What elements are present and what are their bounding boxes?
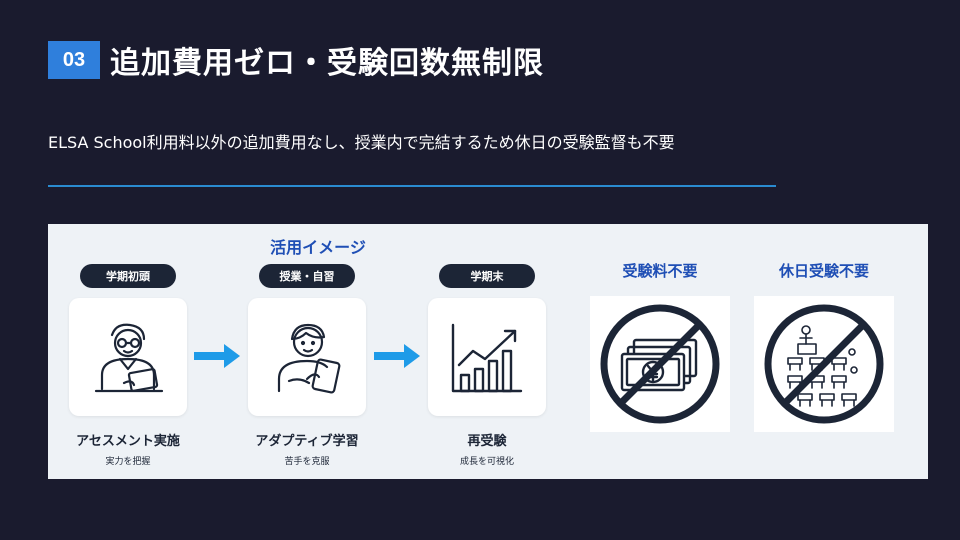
slide-subtitle: ELSA School利用料以外の追加費用なし、授業内で完結するため休日の受験監… bbox=[48, 133, 675, 152]
no-yen-bills-icon bbox=[600, 304, 720, 424]
step-card bbox=[428, 298, 546, 416]
step-pill: 学期初頭 bbox=[80, 264, 176, 288]
no-exam-hall-icon bbox=[764, 304, 884, 424]
growth-chart-icon bbox=[451, 323, 523, 393]
step-pill: 授業・自習 bbox=[259, 264, 355, 288]
usage-panel: 活用イメージ 学期初頭 アセスメント実施 実力を把握 bbox=[48, 224, 928, 479]
step-label: 再受験 bbox=[467, 434, 507, 449]
no-weekend-exam-card bbox=[754, 296, 894, 432]
no-fee-card bbox=[590, 296, 730, 432]
step-card bbox=[248, 298, 366, 416]
no-weekend-exam-title: 休日受験不要 bbox=[778, 262, 869, 280]
teacher-tablet-icon bbox=[94, 323, 164, 393]
arrow-right-icon bbox=[194, 344, 240, 368]
step-sub: 成長を可視化 bbox=[459, 457, 514, 467]
step-card bbox=[69, 298, 187, 416]
slide-header: 03 追加費用ゼロ・受験回数無制限 bbox=[48, 38, 544, 82]
section-number-badge: 03 bbox=[48, 41, 100, 79]
step-sub: 実力を把握 bbox=[105, 457, 151, 467]
step-label: アセスメント実施 bbox=[76, 434, 180, 449]
step-assessment: 学期初頭 アセスメント実施 実力を把握 bbox=[69, 264, 187, 467]
divider-line bbox=[48, 185, 776, 187]
slide-title: 追加費用ゼロ・受験回数無制限 bbox=[110, 46, 544, 81]
step-retest: 学期末 再受験 成長を可視化 bbox=[428, 264, 546, 467]
arrow-right-icon bbox=[374, 344, 420, 368]
step-label: アダプティブ学習 bbox=[255, 434, 359, 449]
step-pill: 学期末 bbox=[439, 264, 535, 288]
step-sub: 苦手を克服 bbox=[284, 457, 330, 467]
student-tablet-icon bbox=[277, 323, 341, 394]
step-learning: 授業・自習 アダプティブ学習 苦手を克服 bbox=[248, 264, 366, 467]
no-fee-title: 受験料不要 bbox=[622, 262, 698, 280]
usage-panel-title: 活用イメージ bbox=[270, 238, 366, 257]
